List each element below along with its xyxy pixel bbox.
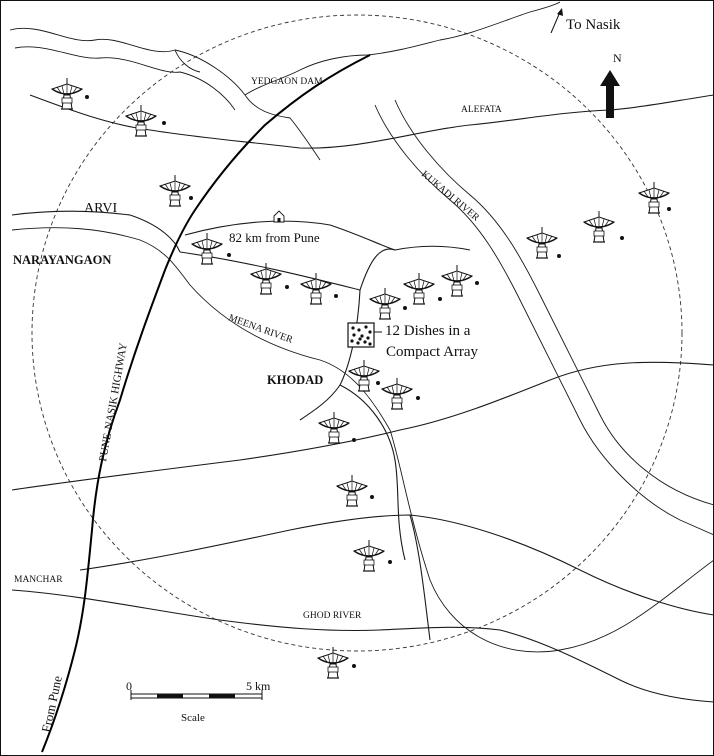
kukadi-river bbox=[374, 104, 714, 536]
label-arvi: ARVI bbox=[84, 201, 117, 216]
telescope-dishes bbox=[51, 77, 671, 679]
road-south bbox=[339, 384, 406, 561]
radio-telescope-dish-icon bbox=[369, 287, 407, 320]
radio-telescope-dish-icon bbox=[51, 77, 89, 110]
label-to-nasik: To Nasik bbox=[566, 17, 621, 33]
road-to-khodad bbox=[299, 289, 361, 421]
radio-telescope-dish-icon bbox=[318, 411, 356, 444]
label-array-line2: Compact Array bbox=[386, 344, 479, 360]
radio-telescope-dish-icon bbox=[441, 264, 479, 297]
label-meena-river: MEENA RIVER bbox=[227, 312, 295, 346]
dam-shoreline bbox=[9, 1, 561, 161]
road-lower bbox=[79, 514, 714, 616]
radio-telescope-dish-icon bbox=[317, 646, 356, 679]
to-nasik-arrow-head bbox=[557, 8, 563, 16]
radio-telescope-dish-icon bbox=[381, 377, 420, 410]
scale-end: 5 km bbox=[246, 679, 271, 693]
meena-river bbox=[11, 227, 714, 653]
radio-telescope-dish-icon bbox=[526, 226, 561, 259]
label-from-pune: From Pune bbox=[38, 674, 65, 734]
radio-telescope-dish-icon bbox=[300, 272, 338, 305]
road-inner-link bbox=[359, 248, 396, 291]
radio-telescope-dish-icon bbox=[353, 539, 392, 572]
scale-bar bbox=[130, 690, 263, 700]
road-south-2 bbox=[409, 514, 431, 641]
label-ghod-river: GHOD RIVER bbox=[303, 611, 362, 621]
label-narayangaon: NARAYANGAON bbox=[13, 253, 111, 267]
north-label: N bbox=[613, 51, 622, 65]
label-distance: 82 km from Pune bbox=[229, 230, 320, 245]
radio-telescope-dish-icon bbox=[336, 474, 374, 507]
radio-telescope-dish-icon bbox=[250, 262, 289, 295]
radio-telescope-dish-icon bbox=[403, 272, 442, 305]
north-arrow-icon bbox=[600, 70, 620, 118]
label-pune-nasik-highway: PUNE-NASIK HIGHWAY bbox=[97, 342, 130, 463]
label-manchar: MANCHAR bbox=[14, 575, 63, 585]
label-array-line1: 12 Dishes in a bbox=[385, 323, 471, 339]
radio-telescope-dish-icon bbox=[638, 181, 671, 214]
radio-telescope-dish-icon bbox=[583, 210, 624, 243]
scale-caption: Scale bbox=[181, 712, 205, 724]
to-nasik-arrow bbox=[550, 11, 561, 34]
radio-telescope-dish-icon bbox=[159, 174, 193, 207]
array-boundary-circle bbox=[31, 14, 683, 652]
dam-shoreline-inner bbox=[14, 46, 236, 111]
road-arvi bbox=[11, 210, 181, 253]
compact-array-box bbox=[347, 322, 382, 348]
ghod-river bbox=[11, 589, 714, 703]
road-middle bbox=[11, 361, 714, 491]
house-icon bbox=[273, 210, 285, 223]
label-yedgaon-dam: YEDGAON DAM bbox=[251, 77, 323, 87]
radio-telescope-dish-icon bbox=[191, 232, 231, 265]
kukadi-river-bank bbox=[394, 99, 714, 506]
label-alefata: ALEFATA bbox=[461, 105, 502, 115]
radio-telescope-dish-icon bbox=[348, 359, 380, 392]
road-inner-north bbox=[184, 220, 471, 251]
radio-telescope-dish-icon bbox=[125, 104, 166, 137]
scale-start: 0 bbox=[126, 679, 132, 693]
label-khodad: KHODAD bbox=[267, 373, 323, 387]
pune-nasik-highway bbox=[41, 54, 371, 753]
